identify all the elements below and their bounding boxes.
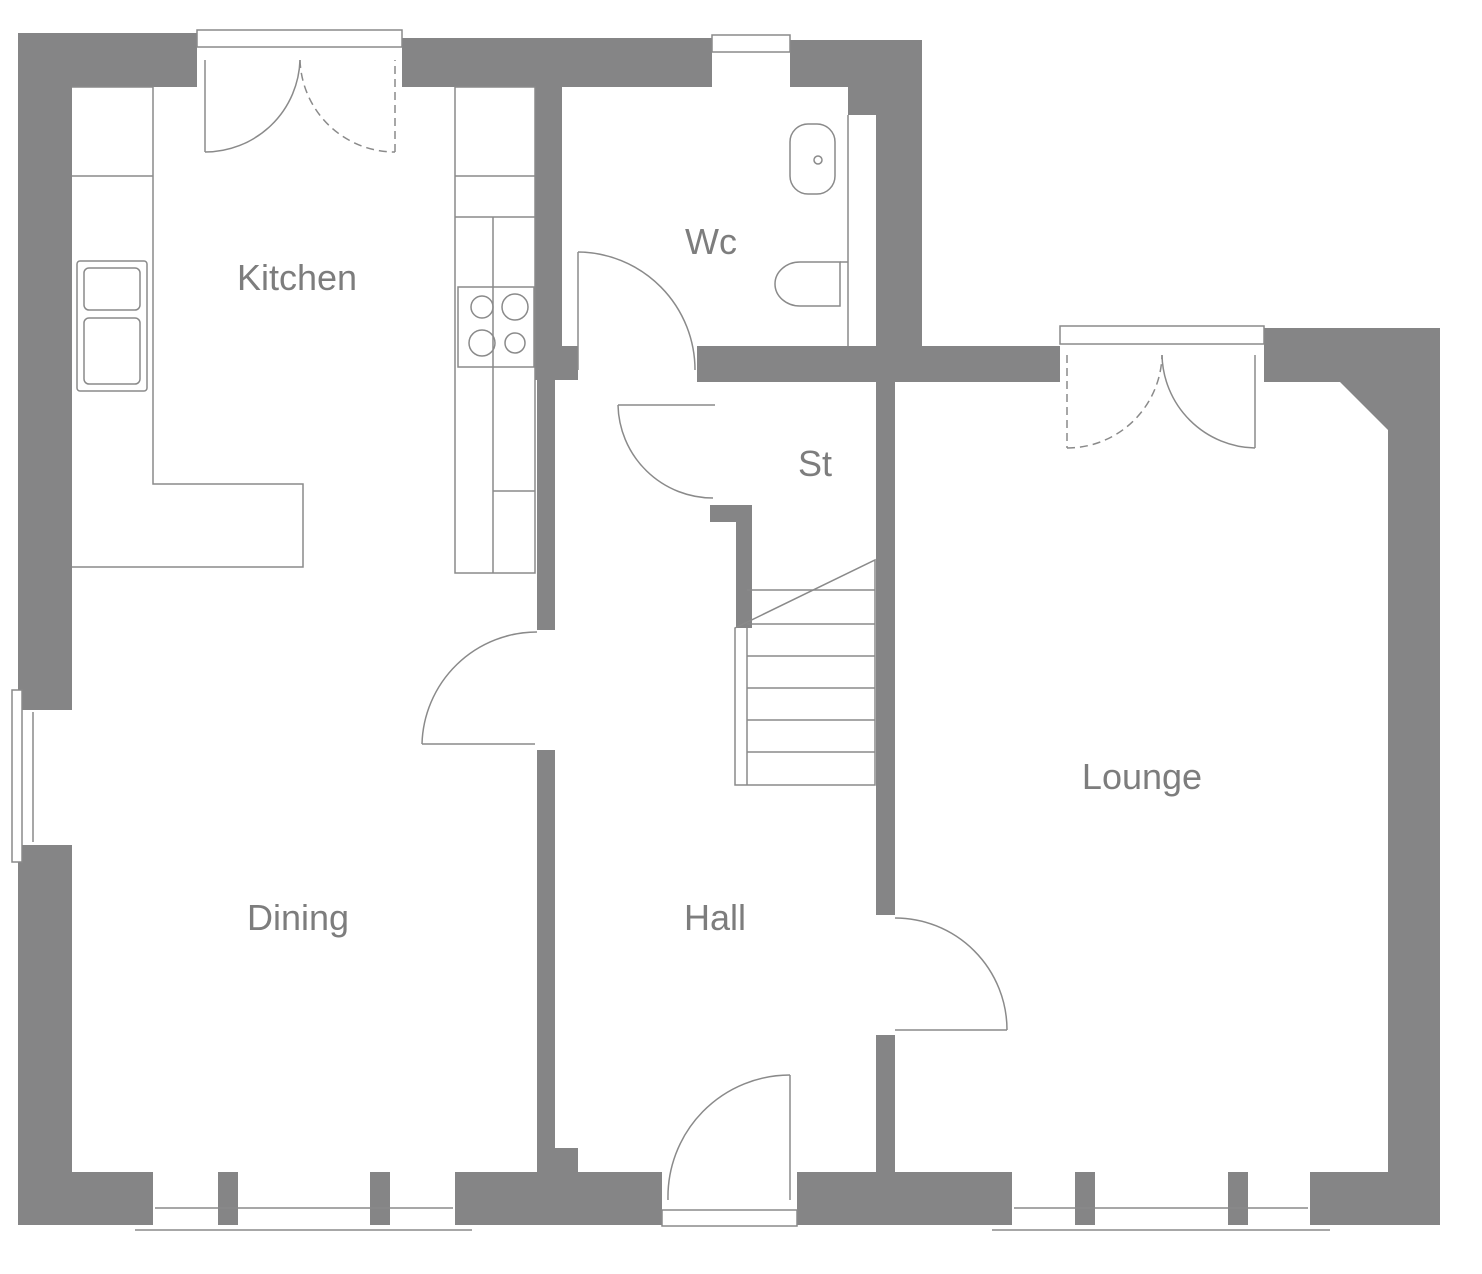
room-label-wc: Wc: [685, 221, 737, 262]
sink-icon: [76, 260, 148, 392]
room-labels: Kitchen Wc St Dining Hall Lounge: [237, 221, 1202, 938]
room-label-lounge: Lounge: [1082, 756, 1202, 797]
walls: [18, 33, 1440, 1225]
hob-icon: [457, 286, 535, 368]
room-label-hall: Hall: [684, 897, 746, 938]
basin-icon: [789, 123, 836, 195]
room-label-store: St: [798, 443, 832, 484]
wc-fixtures: [774, 115, 849, 346]
room-label-dining: Dining: [247, 897, 349, 938]
room-label-kitchen: Kitchen: [237, 257, 357, 298]
doors: [204, 59, 1256, 1201]
stairs: [734, 558, 876, 786]
windows: [11, 29, 1330, 1231]
kitchen-units: [72, 86, 536, 574]
toilet-icon: [774, 261, 841, 307]
